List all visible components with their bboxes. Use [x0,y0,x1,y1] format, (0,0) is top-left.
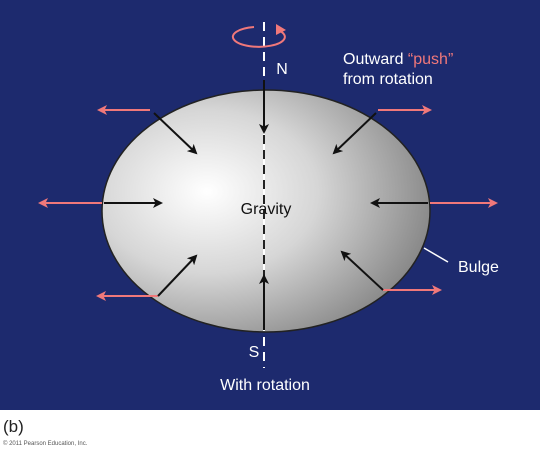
bulge-pointer [423,247,449,263]
gravity-arrow-northeast [332,112,377,155]
outward-push-arrows [38,105,498,301]
panel-label: (b) [3,417,24,436]
south-label: S [249,344,260,361]
gravity-arrow-northwest [153,112,198,155]
gravity-label: Gravity [241,201,292,218]
bulge-label: Bulge [458,259,499,276]
copyright-text: © 2011 Pearson Education, Inc. [3,441,88,447]
with-rotation-label: With rotation [220,377,310,394]
rotation-arrow-icon [231,24,286,48]
outward-prefix: Outward [343,51,408,68]
gravity-arrow-southwest [157,254,198,297]
from-rotation-label: from rotation [343,71,433,88]
north-label: N [276,61,288,78]
outward-push-label: Outward “push” [343,51,453,68]
gravity-arrows [104,80,428,330]
push-word: “push” [408,51,453,68]
planet-ellipse [101,89,431,333]
gravity-arrow-southeast [340,250,384,291]
